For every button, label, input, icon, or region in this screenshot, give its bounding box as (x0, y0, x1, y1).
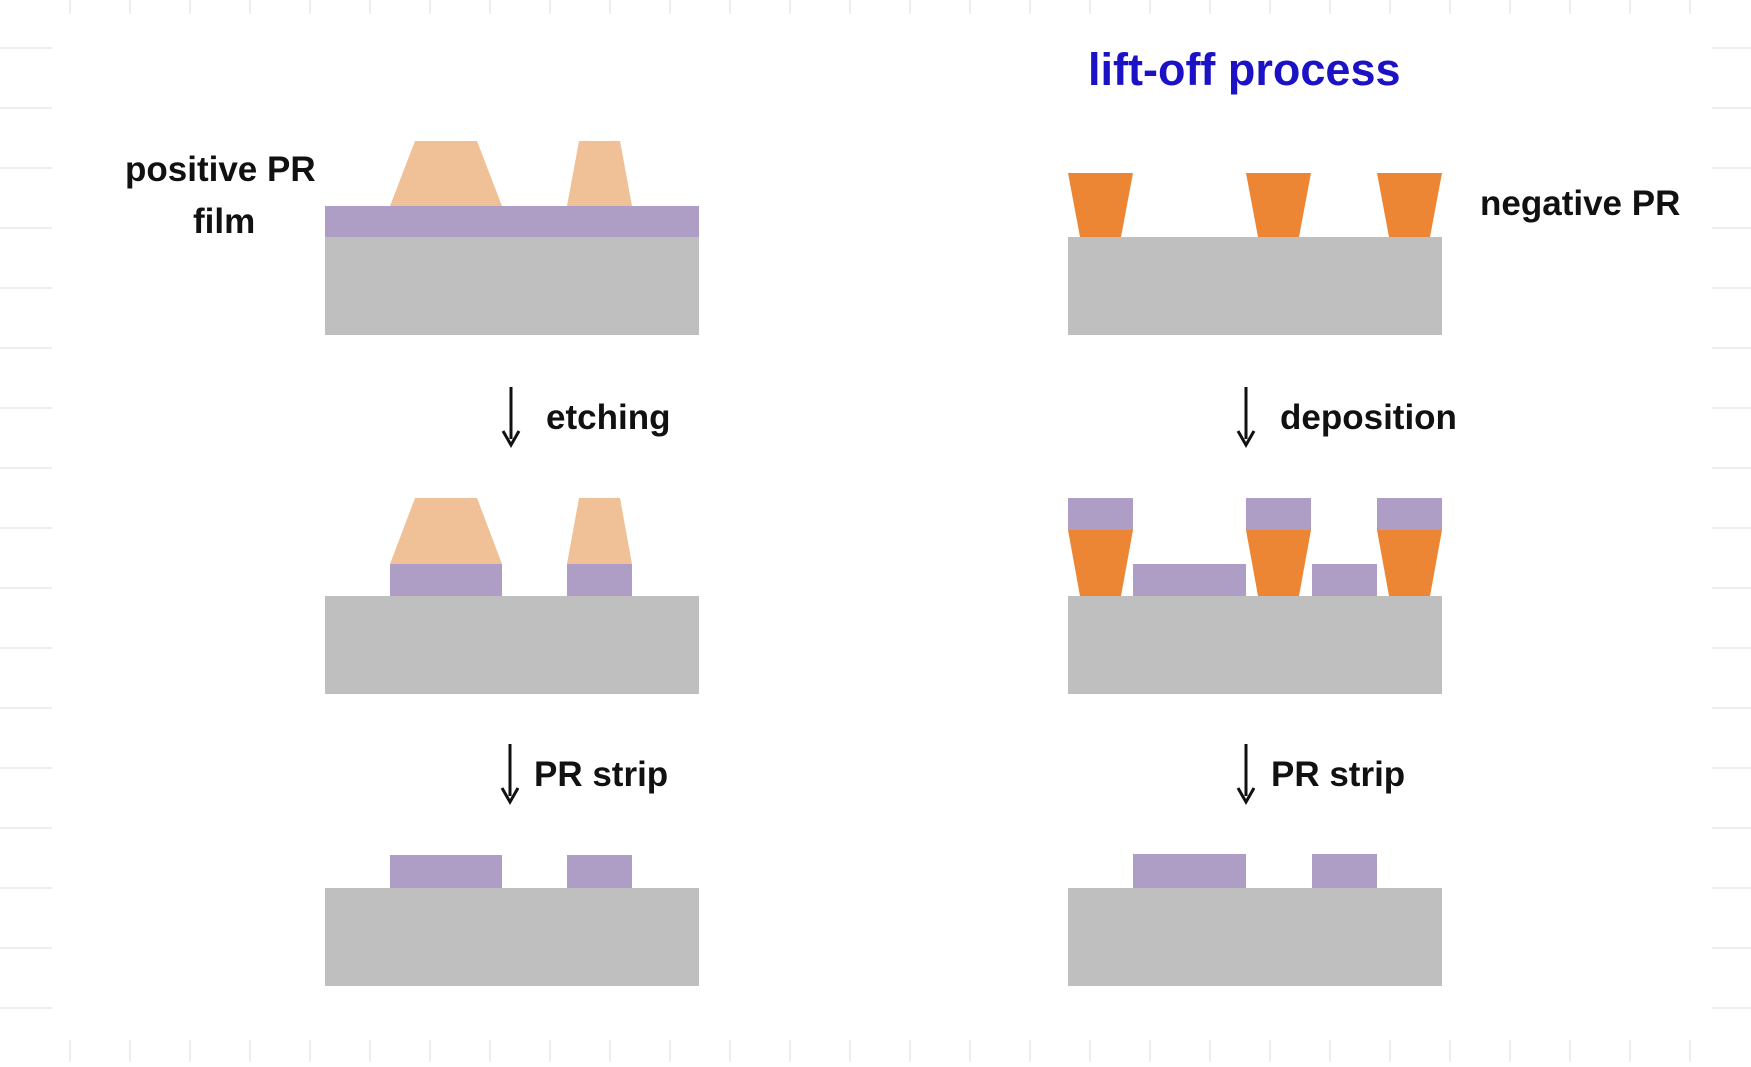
deposited-film-on-pr (1377, 498, 1442, 530)
deposited-film (1312, 564, 1377, 596)
down-arrow-icon (500, 744, 520, 806)
negative-pr-block (1377, 173, 1442, 237)
substrate (325, 596, 699, 694)
negative-pr-block (1068, 173, 1133, 237)
etch-step-1 (325, 141, 699, 335)
film-pattern (390, 855, 502, 888)
etch-step-2 (325, 498, 699, 694)
film-layer (325, 206, 699, 237)
negative-pr-block (1377, 530, 1442, 596)
deposited-film-on-pr (1068, 498, 1133, 530)
positive-pr-label: positive PR (125, 150, 316, 189)
deposited-film-on-pr (1246, 498, 1311, 530)
down-arrow-icon (501, 387, 521, 449)
film-pattern (390, 564, 502, 596)
film-pattern (567, 564, 632, 596)
etch-step-3 (325, 855, 699, 986)
negative-pr-block (1246, 530, 1311, 596)
down-arrow-icon (1236, 387, 1256, 449)
film-label: film (193, 202, 256, 241)
down-arrow-icon (1236, 744, 1256, 806)
substrate (325, 888, 699, 986)
negative-pr-label: negative PR (1480, 184, 1681, 223)
pr-strip-label-right: PR strip (1271, 755, 1406, 794)
substrate (325, 237, 699, 335)
diagram-title: lift-off process (1088, 44, 1401, 95)
positive-pr-block (567, 141, 632, 206)
pr-strip-label-left: PR strip (534, 755, 669, 794)
substrate (1068, 596, 1442, 694)
substrate (1068, 888, 1442, 986)
etching-label: etching (546, 398, 671, 437)
film-pattern (1133, 854, 1246, 888)
positive-pr-block (390, 141, 502, 206)
film-pattern (567, 855, 632, 888)
film-pattern (1312, 854, 1377, 888)
liftoff-step-1 (1068, 173, 1442, 335)
positive-pr-block (567, 498, 632, 564)
deposited-film (1133, 564, 1246, 596)
liftoff-step-2 (1068, 498, 1442, 694)
deposition-label: deposition (1280, 398, 1457, 437)
negative-pr-block (1068, 530, 1133, 596)
positive-pr-block (390, 498, 502, 564)
substrate (1068, 237, 1442, 335)
liftoff-step-3 (1068, 854, 1442, 986)
negative-pr-block (1246, 173, 1311, 237)
